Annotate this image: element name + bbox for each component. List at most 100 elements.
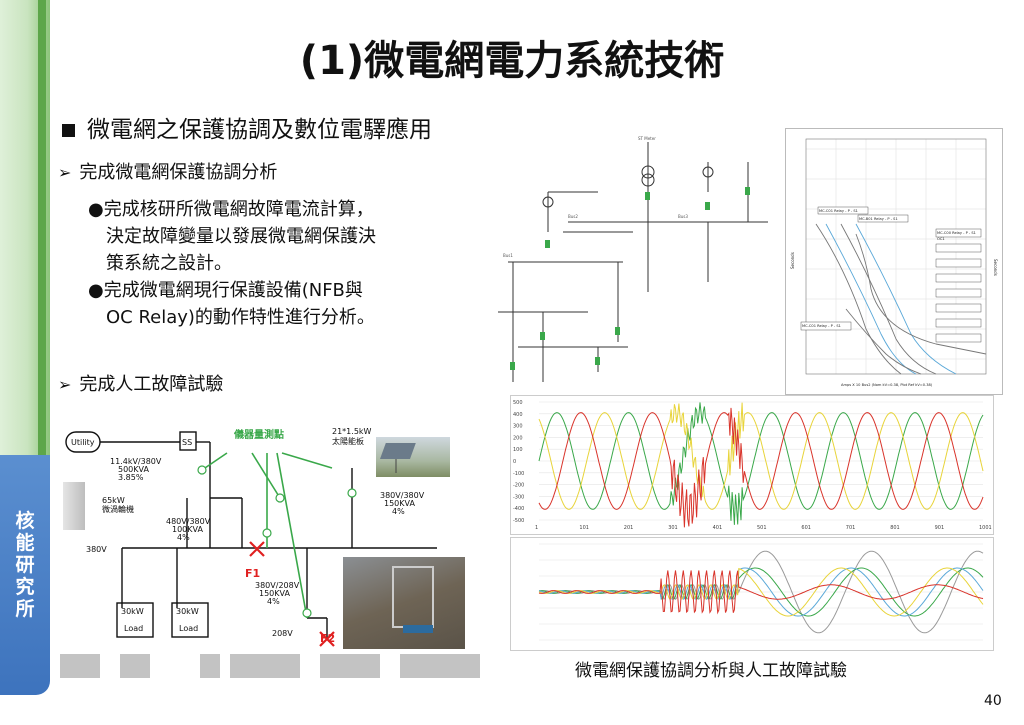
- current-waveform-svg: [538, 543, 984, 641]
- item-protection-analysis: ➢ 完成微電網保護協調分析: [58, 158, 277, 184]
- t3-label: 380V/380V: [380, 491, 425, 500]
- y-tick-label: 100: [513, 447, 523, 453]
- main-bullet-text: 微電網之保護協調及數位電驛應用: [87, 117, 432, 143]
- one-line-diagram: ST Meter Bus1 Bus2 Bus3: [488, 132, 780, 394]
- tcc-label: MC-C00 Relay - P - S1: [937, 231, 976, 235]
- x-tick-label: 701: [846, 525, 856, 531]
- sub-line: OC Relay)的動作特性進行分析。: [106, 307, 375, 328]
- tcc-label: MC-C01 Relay - P - S1: [819, 209, 858, 213]
- solar-panel-photo: [376, 437, 450, 477]
- voltage-waveform-svg: 500 400 300 200 100 0 -100 -200 -300 -400 -500 1 101…: [513, 400, 992, 531]
- t4-pct: 4%: [267, 597, 280, 606]
- t1-label: 11.4kV/380V: [110, 457, 162, 466]
- t3-kva: 150KVA: [384, 499, 415, 508]
- sidebar: 核 能 研 究 所: [0, 0, 50, 725]
- t4-label: 380V/208V: [255, 581, 300, 590]
- svg-text:Bus1: Bus1: [503, 253, 513, 258]
- x-tick-label: 601: [801, 525, 811, 531]
- t1-pct: 3.85%: [118, 473, 144, 482]
- figure-caption: 微電網保護協調分析與人工故障試驗: [575, 661, 847, 681]
- t2-kva: 100KVA: [172, 525, 203, 534]
- microturbine-photo: [63, 482, 85, 530]
- t4-kva: 150KVA: [259, 589, 290, 598]
- y-tick-label: -400: [513, 506, 524, 512]
- one-line-diagram-svg: ST Meter Bus1 Bus2 Bus3: [498, 136, 768, 382]
- voltage-phase-line: [538, 402, 984, 525]
- x-tick-label: 1001: [979, 525, 992, 531]
- bus-label: 380V: [86, 545, 107, 554]
- sidebar-blue-panel: [0, 455, 50, 695]
- tcc-chart-svg: MC-C01 Relay - P - S1 MC-B01 Relay - P -…: [790, 138, 998, 387]
- tcc-label: MC-B01 Relay - P - S1: [859, 217, 898, 221]
- pv-label: 21*1.5kW: [332, 427, 372, 436]
- current-phase-line: [538, 570, 984, 615]
- y-tick-label: 0: [513, 459, 516, 465]
- main-bullet: 微電網之保護協調及數位電驛應用: [62, 110, 432, 144]
- t1-kva: 500KVA: [118, 465, 149, 474]
- y-tick-label: -200: [513, 483, 524, 489]
- sidebar-institute-label: 核 能 研 究 所: [15, 510, 35, 620]
- x-tick-label: 401: [713, 525, 723, 531]
- tcc-xlabel: Amps X 10 Bus2 (Nom kV=0.38, Plot Ref kV…: [841, 383, 933, 387]
- utility-label: Utility: [71, 438, 95, 447]
- sub-line: ●完成微電網現行保護設備(NFB與: [88, 280, 363, 301]
- svg-text:Bus3: Bus3: [678, 214, 688, 219]
- tcc-ylabel: Seconds: [993, 259, 998, 276]
- page-title: (1)微電網電力系統技術: [299, 38, 725, 84]
- arrow-bullet-icon: ➢: [58, 163, 72, 182]
- tcc-label: OC1: [937, 237, 945, 241]
- y-tick-label: 200: [513, 435, 523, 441]
- y-tick-label: 500: [513, 400, 523, 406]
- item-label: 完成人工故障試驗: [79, 374, 224, 395]
- svg-text:Bus2: Bus2: [568, 214, 578, 219]
- fault-f2-label: F2: [320, 632, 335, 645]
- current-waveform-chart: [510, 537, 994, 651]
- item-fault-test: ➢ 完成人工故障試驗: [58, 370, 223, 396]
- sub-line: 策系統之設計。: [106, 253, 232, 274]
- t2-label: 480V/380V: [166, 517, 211, 526]
- x-tick-label: 101: [579, 525, 589, 531]
- voltage-waveform-chart: 500 400 300 200 100 0 -100 -200 -300 -400 -500 1 101…: [510, 395, 994, 535]
- load2-type: Load: [179, 624, 198, 633]
- square-bullet-icon: [62, 124, 75, 137]
- x-tick-label: 501: [757, 525, 767, 531]
- y-tick-label: 300: [513, 424, 523, 430]
- t2-pct: 4%: [177, 533, 190, 542]
- fault-f1-label: F1: [245, 567, 260, 580]
- x-tick-label: 801: [890, 525, 900, 531]
- x-tick-label: 301: [668, 525, 678, 531]
- x-tick-label: 1: [535, 525, 538, 531]
- t3-pct: 4%: [392, 507, 405, 516]
- v208-label: 208V: [272, 629, 293, 638]
- y-tick-label: -300: [513, 494, 524, 500]
- load1-type: Load: [124, 624, 143, 633]
- page-number: 40: [984, 693, 1002, 709]
- y-tick-label: -500: [513, 518, 524, 524]
- svg-text:ST Meter: ST Meter: [638, 136, 656, 141]
- meter-label: 儀器量測點: [233, 428, 284, 441]
- current-phase-line: [538, 567, 984, 617]
- tcc-ylabel-left: Seconds: [790, 252, 795, 269]
- sidebar-green-stripe: [38, 0, 46, 470]
- test-circuit-svg: Utility SS 11.4kV/380V 500KVA 3.85% 65kW…: [65, 427, 437, 647]
- gen-type: 微渦輪機: [102, 504, 134, 514]
- voltage-phase-line: [538, 407, 984, 528]
- gen-label: 65kW: [102, 496, 125, 505]
- footer-decoration: [60, 650, 500, 682]
- tcc-chart: MC-C01 Relay - P - S1 MC-B01 Relay - P -…: [785, 128, 1003, 395]
- x-tick-label: 201: [624, 525, 634, 531]
- sub-line: 決定故障變量以發展微電網保護決: [106, 226, 376, 247]
- ss-label: SS: [182, 438, 192, 447]
- voltage-phase-line: [538, 402, 984, 510]
- load2-label: 30kW: [176, 607, 199, 616]
- tcc-label: MC-C01 Relay - P - S1: [802, 324, 841, 328]
- sub-line: ●完成核研所微電網故障電流計算，: [88, 199, 374, 220]
- pv-type: 太陽能板: [332, 436, 364, 446]
- arrow-bullet-icon: ➢: [58, 375, 72, 394]
- y-tick-label: 400: [513, 412, 523, 418]
- item-label: 完成微電網保護協調分析: [79, 162, 278, 183]
- test-site-photo: [343, 557, 465, 649]
- sub-items: ●完成核研所微電網故障電流計算， 決定故障變量以發展微電網保護決 策系統之設計。…: [88, 196, 376, 331]
- x-tick-label: 901: [935, 525, 945, 531]
- y-tick-label: -100: [513, 471, 524, 477]
